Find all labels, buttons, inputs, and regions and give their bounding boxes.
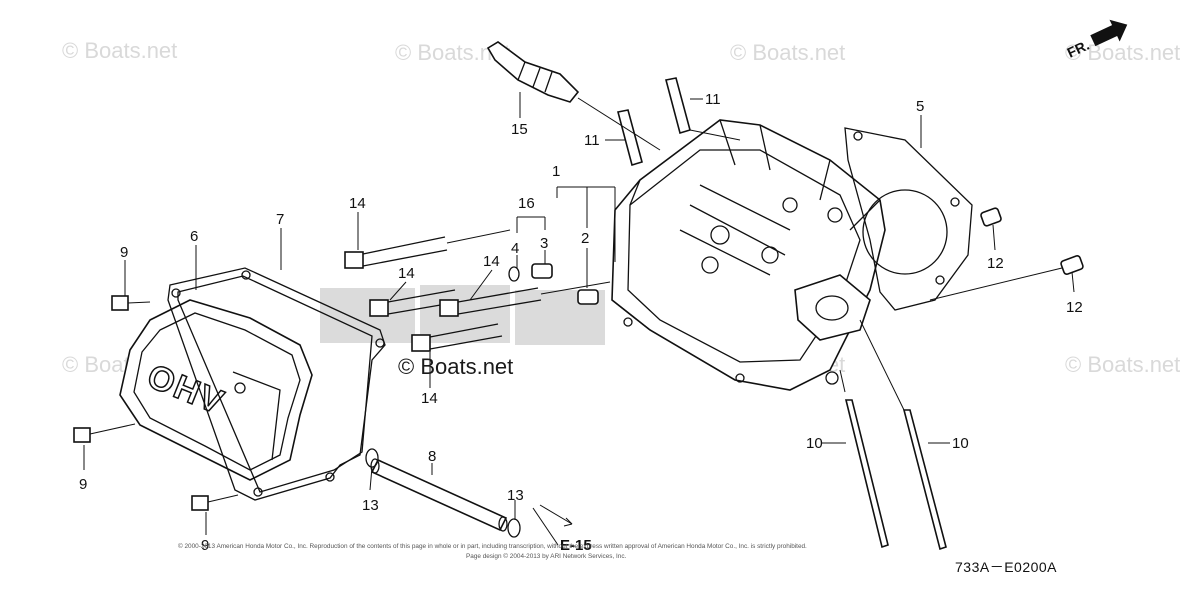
reference-label: E-15 <box>560 537 592 554</box>
copyright-line-2: Page design © 2004-2013 by ARI Network S… <box>466 552 627 560</box>
dowel-pin <box>980 207 1002 227</box>
head-bolt <box>344 229 511 269</box>
callout-14: 14 <box>398 265 415 282</box>
head-bolt <box>411 323 503 352</box>
callout-12: 12 <box>1066 299 1083 316</box>
cylinder-head-gasket <box>844 127 973 311</box>
spark-plug <box>486 41 661 151</box>
head-cover-gasket <box>167 267 386 501</box>
callout-9: 9 <box>79 476 87 493</box>
front-arrow-icon <box>1090 19 1128 47</box>
callouts: 1 2 3 4 5 6 7 8 9 9 9 10 10 11 11 12 12 … <box>79 91 1083 554</box>
breather-tube <box>370 458 508 532</box>
callout-7: 7 <box>276 211 284 228</box>
flange-bolt <box>73 423 136 443</box>
callout-9: 9 <box>120 244 128 261</box>
callout-1: 1 <box>552 163 560 180</box>
callout-9: 9 <box>201 537 209 554</box>
flange-bolt <box>191 494 239 511</box>
reference-arrows <box>532 504 573 546</box>
callout-10: 10 <box>806 435 823 452</box>
watermark: © Boats.net <box>62 38 177 63</box>
push-rod <box>859 319 947 551</box>
stud-bolt <box>617 109 643 167</box>
flange-bolt <box>111 295 151 311</box>
callout-14: 14 <box>421 390 438 407</box>
head-bolt <box>439 281 611 317</box>
callout-13: 13 <box>362 497 379 514</box>
callout-6: 6 <box>190 228 198 245</box>
callout-11: 11 <box>584 132 600 149</box>
watermark: © Boats.net <box>1065 352 1180 377</box>
callout-14: 14 <box>483 253 500 270</box>
stud-bolt <box>665 77 741 141</box>
cylinder-head <box>611 119 886 391</box>
dowel-pin <box>929 255 1084 301</box>
callout-14: 14 <box>349 195 366 212</box>
callout-8: 8 <box>428 448 436 465</box>
callout-15: 15 <box>511 121 528 138</box>
callout-3: 3 <box>540 235 548 252</box>
callout-13: 13 <box>507 487 524 504</box>
copyright-line-1: © 2000-2013 American Honda Motor Co., In… <box>178 542 807 550</box>
callout-10: 10 <box>952 435 969 452</box>
stencil-background <box>320 285 605 345</box>
callout-2: 2 <box>581 230 589 247</box>
callout-16: 16 <box>518 195 535 212</box>
push-rod <box>839 369 889 549</box>
callout-11: 11 <box>705 91 721 108</box>
center-watermark: © Boats.net <box>398 354 513 379</box>
clip <box>508 266 520 282</box>
dowel-pin <box>577 289 599 305</box>
callout-12: 12 <box>987 255 1004 272</box>
callout-4: 4 <box>511 240 519 257</box>
watermark: © Boats.net <box>730 40 845 65</box>
watermark: © Boats.net <box>1065 40 1180 65</box>
callout-5: 5 <box>916 98 924 115</box>
dowel-pin <box>531 263 553 279</box>
diagram-code: 733A－E0200A <box>955 559 1057 575</box>
leader-lines <box>83 92 1075 535</box>
